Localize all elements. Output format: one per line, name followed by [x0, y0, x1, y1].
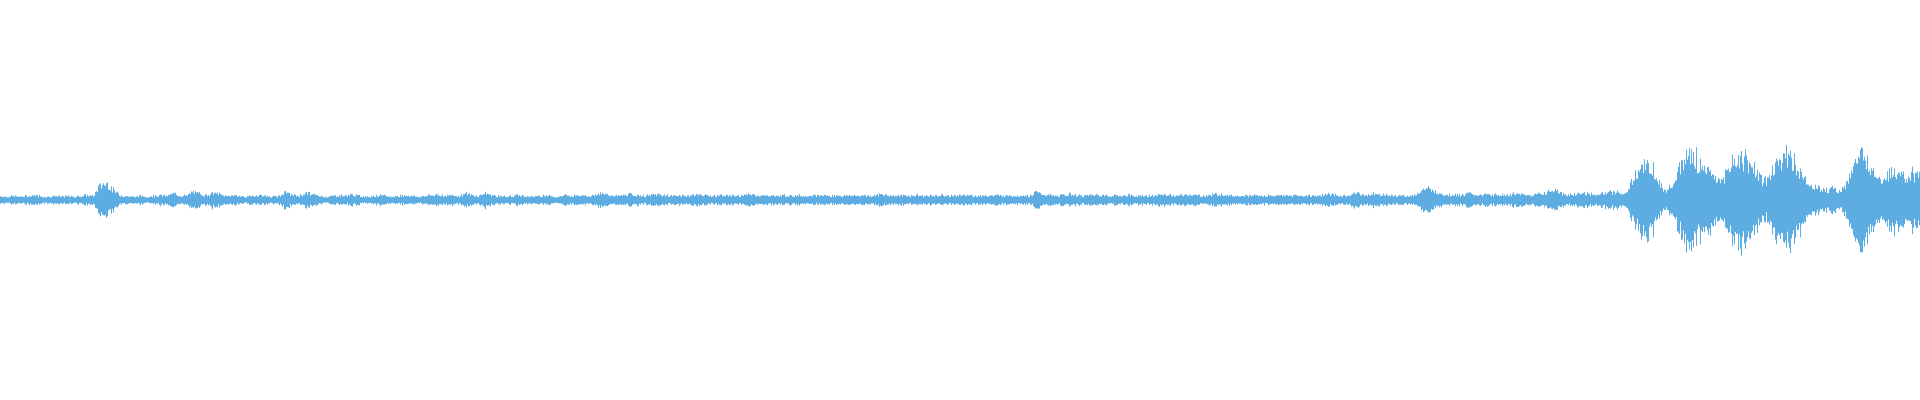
waveform-bars — [0, 145, 1920, 256]
